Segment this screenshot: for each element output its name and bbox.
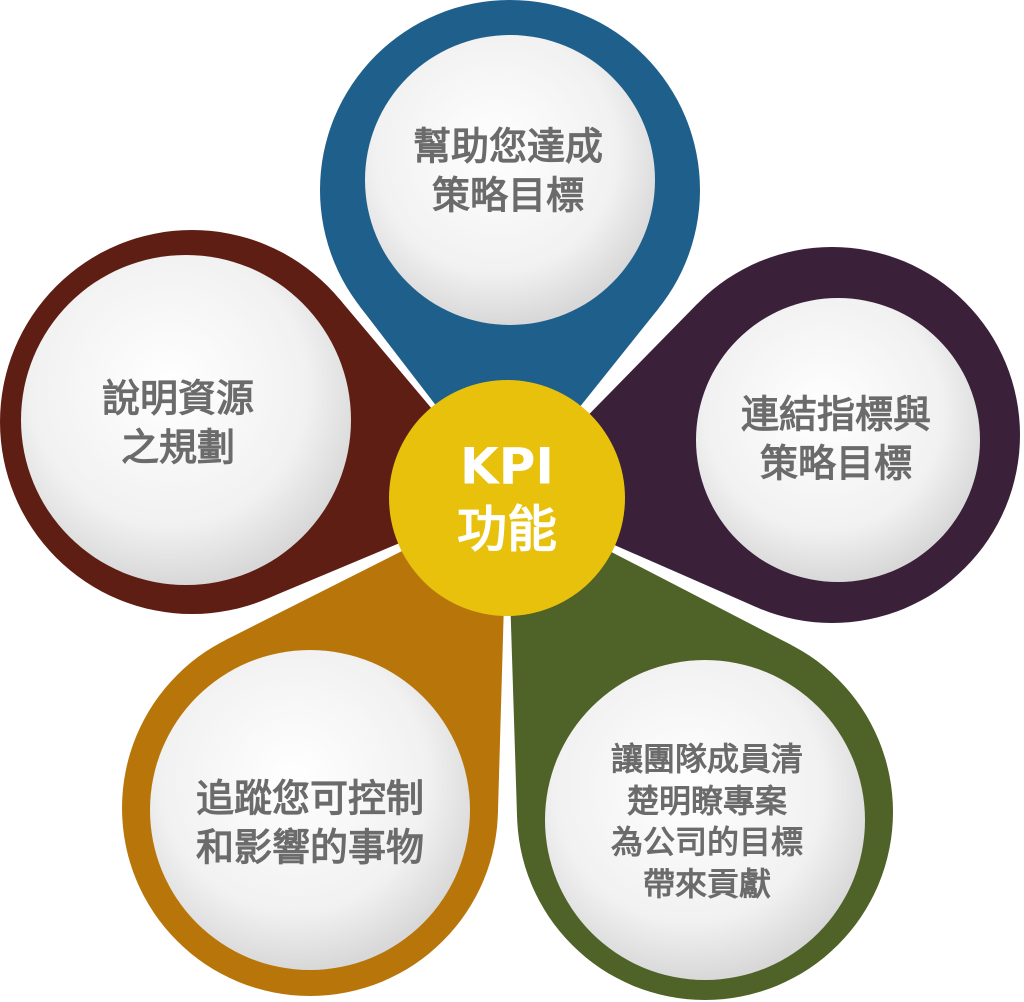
label-line: 和影響的事物 bbox=[195, 826, 425, 870]
label-line: 讓團隊成員清 bbox=[610, 739, 804, 778]
team-contribution-inner-circle bbox=[545, 660, 865, 980]
team-contribution-label: 讓團隊成員清楚明瞭專案為公司的目標帶來貢獻 bbox=[611, 739, 803, 905]
label-line: 策略目標 bbox=[431, 174, 585, 218]
label-line: 帶來貢獻 bbox=[642, 864, 772, 903]
label-line: 幫助您達成 bbox=[412, 124, 604, 169]
center-line: 功能 bbox=[457, 500, 557, 558]
label-line: 楚明瞭專案 bbox=[626, 781, 788, 820]
help-achieve-strategy-label: 幫助您達成策略目標 bbox=[413, 123, 603, 222]
label-line: 為公司的目標 bbox=[610, 823, 804, 861]
label-line: 連結指標與 bbox=[740, 392, 932, 437]
track-controllable-inner-circle bbox=[150, 650, 470, 970]
center-label: KPI 功能 bbox=[457, 436, 557, 561]
track-controllable-label: 追蹤您可控制和影響的事物 bbox=[196, 775, 424, 874]
label-line: 策略目標 bbox=[759, 442, 913, 486]
label-line: 追蹤您可控制 bbox=[195, 776, 425, 821]
explain-resource-planning-inner-circle bbox=[21, 255, 351, 585]
link-indicators-strategy-inner-circle bbox=[696, 298, 980, 582]
label-line: 之規劃 bbox=[120, 426, 236, 470]
link-indicators-strategy-label: 連結指標與策略目標 bbox=[741, 391, 931, 490]
center-line: KPI bbox=[460, 437, 554, 496]
explain-resource-planning-label: 說明資源之規劃 bbox=[102, 375, 254, 474]
center-circle bbox=[389, 380, 625, 616]
help-achieve-strategy-inner-circle bbox=[365, 35, 655, 325]
label-line: 說明資源 bbox=[101, 376, 255, 421]
